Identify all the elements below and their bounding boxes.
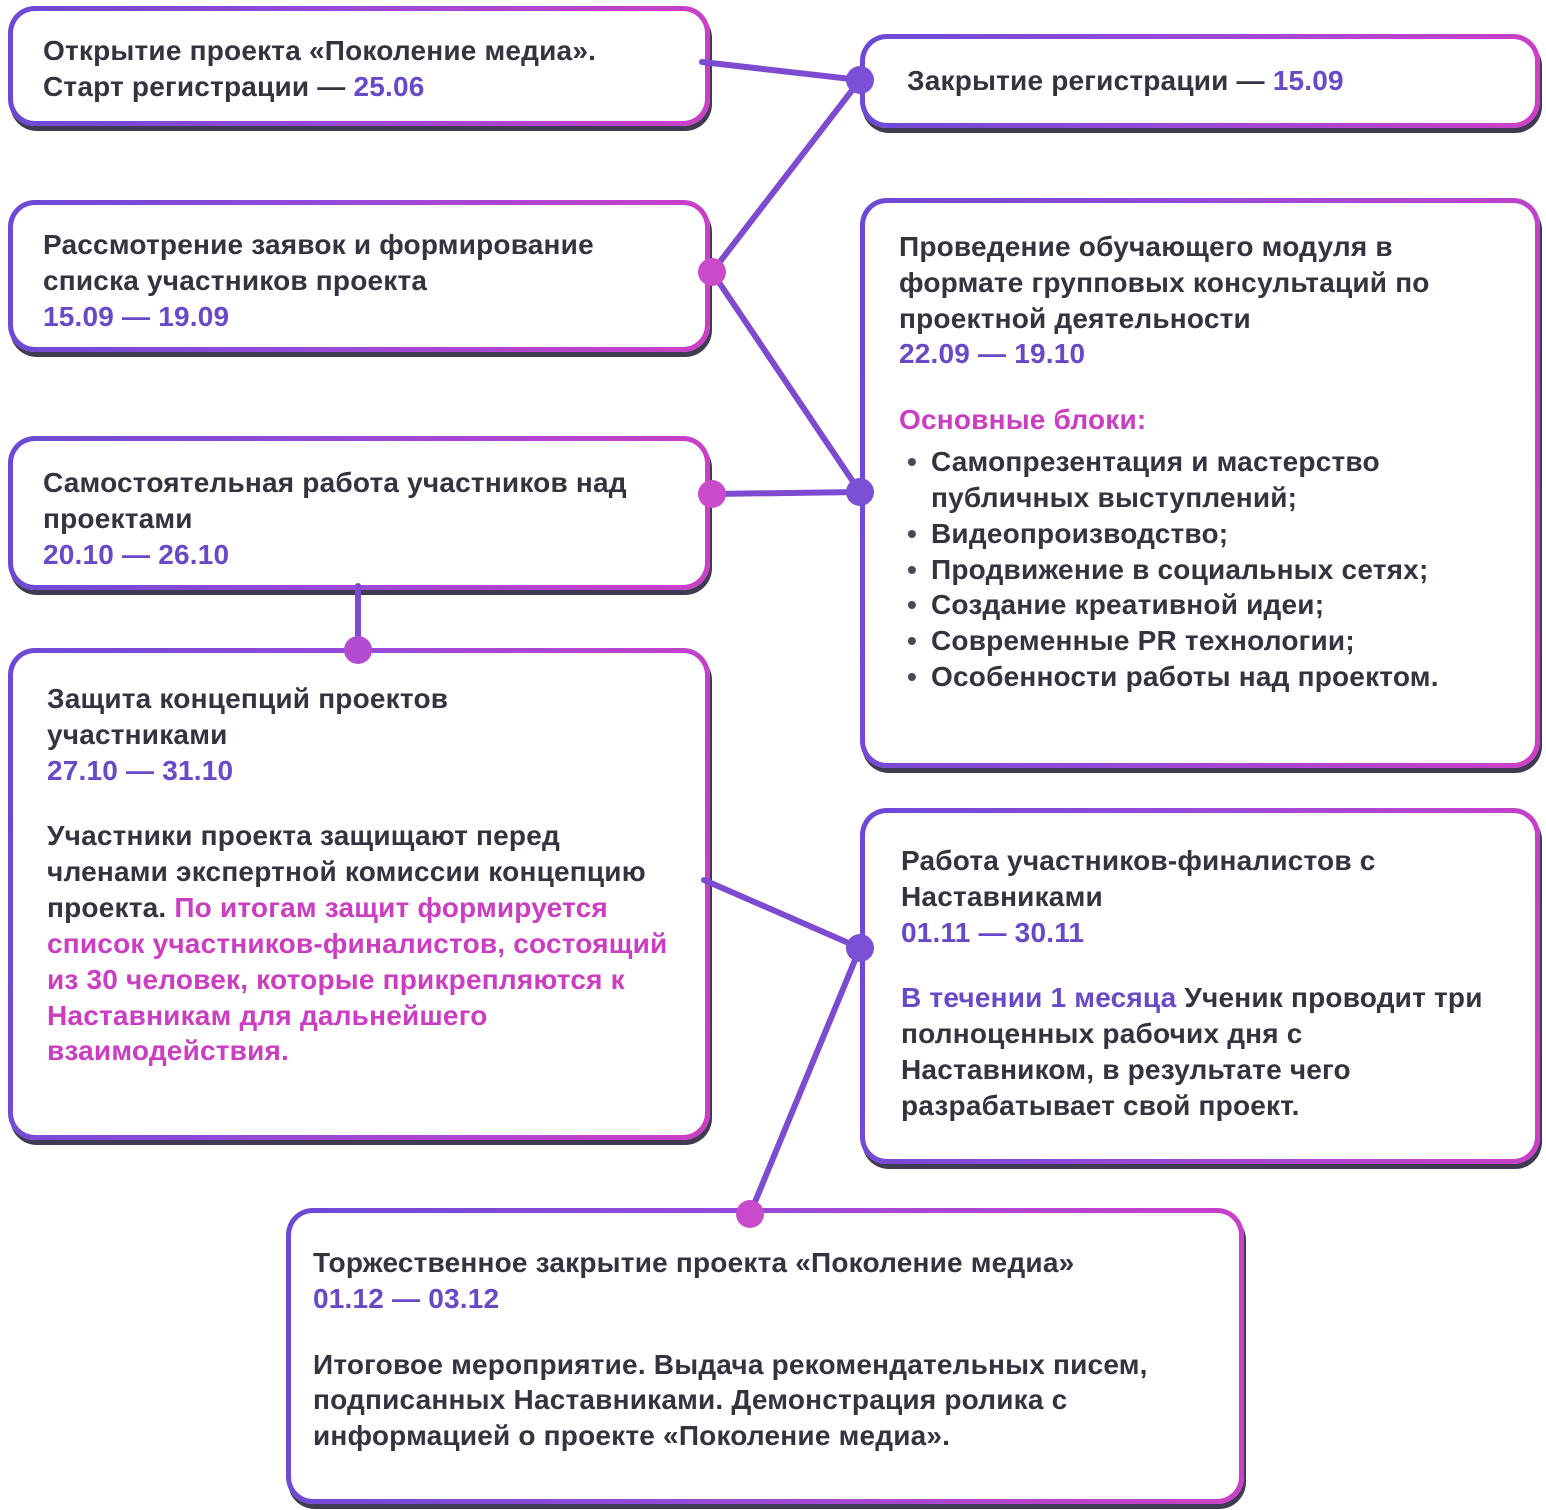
stage-box-training-module: Проведение обучающего модуля в формате г… [860,198,1540,768]
stage-box-opening-content: Открытие проекта «Поколение медиа». Стар… [13,11,705,121]
training-block-label: Продвижение в социальных сетях; [931,553,1429,585]
stage-concept-defense-body: Участники проекта защищают перед членами… [47,818,671,1069]
training-blocks-heading: Основные блоки: [899,404,1147,436]
stage-mentors-work-title: Работа участников-финалистов с Наставник… [901,845,1376,912]
bullet-icon: • [907,589,918,621]
stage-box-independent-work-content: Самостоятельная работа участников над пр… [13,441,705,585]
training-blocks-list: • Самопрезентация и мастерство публичных … [899,444,1501,695]
training-block-label: Самопрезентация и мастерство публичных в… [931,446,1380,513]
stage-box-independent-work: Самостоятельная работа участников над пр… [8,436,710,590]
training-block-item: • Современные PR технологии; [899,623,1501,659]
stage-box-concept-defense: Защита концепций проектов участниками 27… [8,648,710,1140]
training-block-item: • Самопрезентация и мастерство публичных … [899,444,1501,516]
training-block-label: Создание креативной идеи; [931,589,1325,621]
stage-closing-body: Итоговое мероприятие. Выдача рекомендате… [313,1348,1148,1452]
defense-body-highlight: По итогам защит формируется список участ… [47,892,668,1067]
stage-box-training-module-content: Проведение обучающего модуля в формате г… [865,203,1535,763]
stage-closing-date: 01.12 — 03.12 [313,1282,500,1314]
stage-concept-defense-title: Защита концепций проектов участниками [47,683,449,750]
edge-mentors-to-closing [747,945,863,1217]
bullet-icon: • [907,661,918,693]
stage-box-opening: Открытие проекта «Поколение медиа». Стар… [8,6,710,126]
stage-box-closing-content: Торжественное закрытие проекта «Поколени… [291,1213,1239,1499]
stage-box-registration-close: Закрытие регистрации — 15.09 [860,34,1540,128]
training-block-item: • Особенности работы над проектом. [899,659,1501,695]
stage-training-module-title: Проведение обучающего модуля в формате г… [899,231,1430,334]
stage-independent-work-title: Самостоятельная работа участников над пр… [43,467,627,534]
mentors-body-text: Ученик проводит три полноценных рабочих … [901,982,1483,1121]
bullet-icon: • [907,446,918,478]
bullet-icon: • [907,517,918,549]
training-block-item: • Продвижение в социальных сетях; [899,552,1501,588]
stage-box-applications-review-content: Рассмотрение заявок и формирование списк… [13,205,705,347]
stage-applications-review-date: 15.09 — 19.09 [43,300,230,332]
stage-opening-subtitle: Старт регистрации — 25.06 [43,69,675,105]
edge-opening-to-close [699,59,863,83]
stage-registration-close-title: Закрытие регистрации — 15.09 [907,63,1344,99]
stage-registration-close-text: Закрытие регистрации — [907,65,1273,97]
bullet-icon: • [907,553,918,585]
stage-box-applications-review: Рассмотрение заявок и формирование списк… [8,200,710,352]
defense-body-text: Участники проекта защищают перед членами… [47,820,646,924]
stage-box-concept-defense-content: Защита концепций проектов участниками 27… [13,653,705,1135]
stage-concept-defense-date: 27.10 — 31.10 [47,754,234,786]
stage-opening-title: Открытие проекта «Поколение медиа». [43,35,597,66]
stage-mentors-work-date: 01.11 — 30.11 [901,916,1085,948]
stage-applications-review-title: Рассмотрение заявок и формирование списк… [43,229,594,296]
stage-opening-date: 25.06 [353,70,425,102]
training-block-item: • Видеопроизводство; [899,516,1501,552]
bullet-icon: • [907,625,918,657]
stage-mentors-work-body: В течении 1 месяца Ученик проводит три п… [901,980,1499,1123]
stage-box-mentors-work-content: Работа участников-финалистов с Наставник… [865,813,1535,1159]
training-block-label: Особенности работы над проектом. [931,661,1439,693]
stage-closing-title: Торжественное закрытие проекта «Поколени… [313,1247,1075,1278]
stage-independent-work-date: 20.10 — 26.10 [43,538,230,570]
edge-close-to-review [709,77,863,275]
stage-training-module-date: 22.09 — 19.10 [899,338,1086,370]
stage-box-registration-close-content: Закрытие регистрации — 15.09 [865,39,1535,123]
stage-registration-close-date: 15.09 [1272,65,1344,97]
edge-training-to-independent [709,489,863,497]
stage-box-closing: Торжественное закрытие проекта «Поколени… [286,1208,1244,1504]
mentors-body-highlight: В течении 1 месяца [901,982,1177,1014]
edge-defense-to-mentors [701,877,863,951]
edge-review-to-training [709,269,863,495]
training-block-label: Современные PR технологии; [931,625,1355,657]
stage-box-mentors-work: Работа участников-финалистов с Наставник… [860,808,1540,1164]
training-block-item: • Создание креативной идеи; [899,587,1501,623]
training-block-label: Видеопроизводство; [931,517,1229,549]
stage-opening-subtitle-text: Старт регистрации — [43,70,354,102]
